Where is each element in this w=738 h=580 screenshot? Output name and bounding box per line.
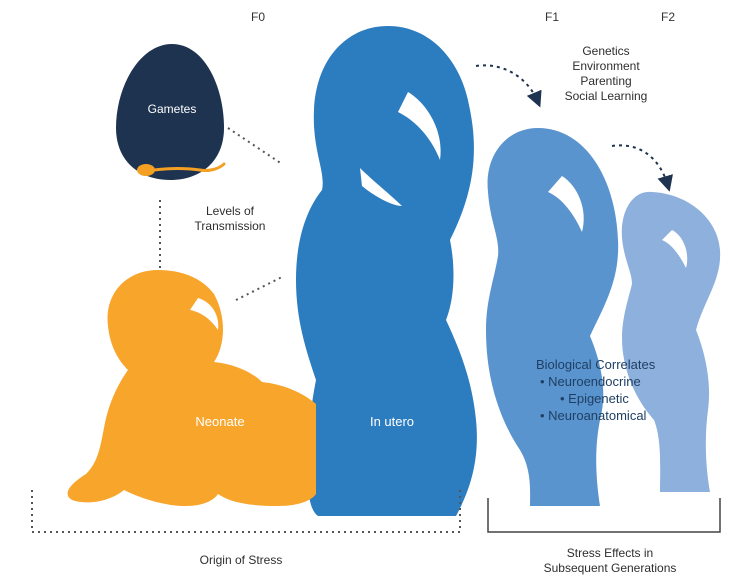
utero-label: In utero	[369, 414, 415, 429]
origin-label: Origin of Stress	[199, 553, 283, 567]
connector-lines	[159, 127, 285, 301]
gametes-egg	[116, 44, 224, 180]
correlates-title: Biological Correlates	[536, 357, 656, 372]
factors-list: Genetics Environment Parenting Social Le…	[546, 44, 666, 104]
f1-silhouette	[486, 128, 619, 506]
effects-bracket	[487, 498, 721, 533]
neonate-label: Neonate	[195, 414, 245, 429]
correlate-item: • Neuroanatomical	[540, 408, 647, 423]
sperm-icon	[137, 162, 226, 176]
factor-item: Parenting	[580, 74, 632, 88]
f2-silhouette	[621, 191, 721, 492]
label-f2: F2	[660, 10, 675, 24]
arrow-f0-to-f1	[475, 64, 542, 108]
correlate-item: • Epigenetic	[560, 391, 629, 406]
label-f0: F0	[250, 10, 265, 24]
factor-item: Social Learning	[564, 89, 648, 103]
effects-label: Stress Effects in Subsequent Generations	[543, 546, 677, 575]
gametes-label: Gametes	[147, 102, 197, 116]
levels-label: Levels of Transmission	[194, 204, 266, 233]
correlates-block: Biological Correlates • Neuroendocrine •…	[536, 356, 655, 424]
label-f1: F1	[544, 10, 559, 24]
neonate-silhouette	[67, 270, 316, 506]
correlate-item: • Neuroendocrine	[540, 374, 641, 389]
factor-item: Genetics	[582, 44, 630, 58]
factor-item: Environment	[572, 59, 640, 73]
f0-silhouette	[296, 26, 477, 516]
arrow-f1-to-f2	[611, 144, 673, 192]
neonate-to-utero-line	[235, 275, 285, 301]
gamete-to-utero-line	[227, 127, 283, 165]
